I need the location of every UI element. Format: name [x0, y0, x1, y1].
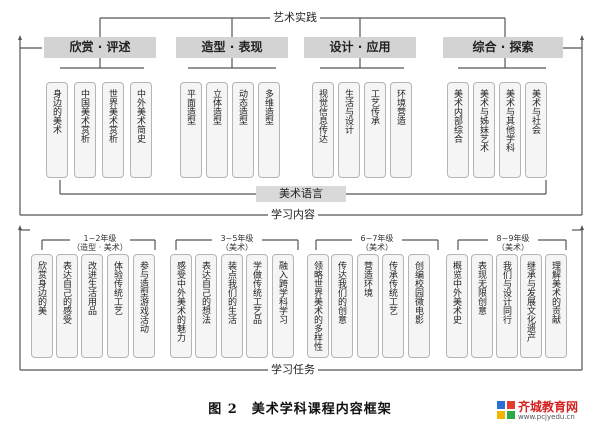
learning-task-text: 改进生活用品 [86, 261, 96, 315]
learning-task-text: 创编校园微电影 [413, 261, 423, 324]
learning-task-text: 感受中外美术的魅力 [175, 261, 185, 342]
learning-task-card: 装点我们的生活 [221, 254, 243, 358]
learning-task-text: 学做传统工艺品 [251, 261, 261, 324]
learning-task-card: 概览中外美术史 [446, 254, 468, 358]
learning-task-card: 营造环境 [357, 254, 379, 358]
learning-task-card: 我们与设计同行 [496, 254, 518, 358]
content-item-card: 世界美术赏析 [102, 82, 124, 178]
learning-task-text: 表达自己的感受 [61, 261, 71, 324]
content-item-text: 生活与设计 [343, 89, 353, 134]
learning-task-text: 欣赏身边的美 [36, 261, 46, 315]
category-synthesis: 综合 · 探索 [443, 37, 563, 58]
content-item-card: 中外美术简史 [130, 82, 152, 178]
content-item-card: 美术内部综合 [447, 82, 469, 178]
content-item-card: 美术与姊妹艺术 [473, 82, 495, 178]
watermark-title: 齐城教育网 [518, 400, 579, 414]
grade-band-8-9: 8~9年级 （美术） [488, 234, 538, 252]
grade-band-1-2: 1~2年级 （造型 · 美术） [70, 234, 130, 252]
learning-task-text: 营造环境 [362, 261, 372, 297]
grade-subject: （美术） [361, 243, 393, 252]
learning-task-card: 体验传统工艺 [107, 254, 129, 358]
learning-task-text: 理解美术的贡献 [550, 261, 560, 324]
category-modeling: 造型 · 表现 [176, 37, 288, 58]
content-item-text: 环境营造 [395, 89, 405, 125]
learning-task-text: 装点我们的生活 [226, 261, 236, 324]
content-item-card: 中国美术赏析 [74, 82, 96, 178]
content-item-card: 美术与社会 [525, 82, 547, 178]
learning-task-text: 体验传统工艺 [112, 261, 122, 315]
learning-task-card: 参与造型游戏活动 [133, 254, 155, 358]
grade-range: 8~9年级 [496, 234, 530, 243]
learning-task-text: 表现无限创意 [476, 261, 486, 315]
learning-task-text: 参与造型游戏活动 [138, 261, 148, 333]
art-practice-title: 艺术实践 [270, 11, 320, 25]
learning-task-text: 融入跨学科学习 [277, 261, 287, 324]
grade-band-3-5: 3~5年级 （美术） [212, 234, 262, 252]
content-item-card: 工艺传承 [364, 82, 386, 178]
content-item-text: 美术与其他学科 [504, 89, 514, 152]
grade-subject: （美术） [221, 243, 253, 252]
learning-task-card: 表现无限创意 [471, 254, 493, 358]
category-design: 设计 · 应用 [304, 37, 416, 58]
content-item-text: 多维造型 [263, 89, 273, 125]
learning-task-card: 欣赏身边的美 [31, 254, 53, 358]
learning-task-card: 创编校园微电影 [408, 254, 430, 358]
content-item-card: 多维造型 [258, 82, 280, 178]
content-item-text: 美术与社会 [530, 89, 540, 134]
content-item-text: 世界美术赏析 [107, 89, 117, 143]
figure-caption: 图 2 美术学科课程内容框架 [208, 402, 392, 417]
content-item-card: 环境营造 [390, 82, 412, 178]
content-item-card: 动态造型 [232, 82, 254, 178]
content-item-card: 立体造型 [206, 82, 228, 178]
learning-task-text: 领略世界美术的多样性 [312, 261, 322, 351]
content-item-card: 生活与设计 [338, 82, 360, 178]
content-item-card: 身边的美术 [46, 82, 68, 178]
learning-task-card: 改进生活用品 [81, 254, 103, 358]
grade-band-6-7: 6~7年级 （美术） [352, 234, 402, 252]
category-appreciation: 欣赏 · 评述 [44, 37, 156, 58]
content-item-card: 美术与其他学科 [499, 82, 521, 178]
content-item-text: 视觉信息传达 [317, 89, 327, 143]
learning-task-text: 表达自己的想法 [200, 261, 210, 324]
learning-task-card: 学做传统工艺品 [246, 254, 268, 358]
grade-subject: （造型 · 美术） [72, 243, 128, 252]
grade-subject: （美术） [497, 243, 529, 252]
content-item-text: 身边的美术 [51, 89, 61, 134]
grade-range: 6~7年级 [360, 234, 394, 243]
logo-icon [497, 401, 515, 419]
content-item-text: 工艺传承 [369, 89, 379, 125]
content-item-card: 平面造型 [180, 82, 202, 178]
learning-task-card: 领略世界美术的多样性 [307, 254, 329, 358]
learning-task-card: 传达我们的创意 [331, 254, 353, 358]
learning-task-label: 学习任务 [268, 363, 318, 377]
learning-task-card: 理解美术的贡献 [545, 254, 567, 358]
content-item-text: 平面造型 [185, 89, 195, 125]
learning-task-text: 传承传统工艺 [387, 261, 397, 315]
content-item-text: 动态造型 [237, 89, 247, 125]
learning-task-card: 传承传统工艺 [382, 254, 404, 358]
watermark-url: www.pcjyedu.cn [518, 413, 575, 421]
grade-range: 3~5年级 [220, 234, 254, 243]
site-watermark: 齐城教育网 www.pcjyedu.cn [496, 398, 598, 422]
learning-task-text: 我们与设计同行 [501, 261, 511, 324]
grade-range: 1~2年级 [83, 234, 117, 243]
learning-task-card: 感受中外美术的魅力 [170, 254, 192, 358]
content-item-text: 中外美术简史 [135, 89, 145, 143]
content-item-text: 美术与姊妹艺术 [478, 89, 488, 152]
learning-task-text: 概览中外美术史 [451, 261, 461, 324]
content-item-card: 视觉信息传达 [312, 82, 334, 178]
learning-task-text: 传达我们的创意 [336, 261, 346, 324]
content-item-text: 中国美术赏析 [79, 89, 89, 143]
content-item-text: 立体造型 [211, 89, 221, 125]
learning-task-text: 继承与发展文化遗产 [525, 261, 535, 342]
content-item-text: 美术内部综合 [452, 89, 462, 143]
learning-content-label: 学习内容 [268, 208, 318, 222]
learning-task-card: 融入跨学科学习 [272, 254, 294, 358]
learning-task-card: 表达自己的感受 [56, 254, 78, 358]
learning-task-card: 表达自己的想法 [195, 254, 217, 358]
learning-task-card: 继承与发展文化遗产 [520, 254, 542, 358]
art-language-bar: 美术语言 [256, 186, 346, 202]
